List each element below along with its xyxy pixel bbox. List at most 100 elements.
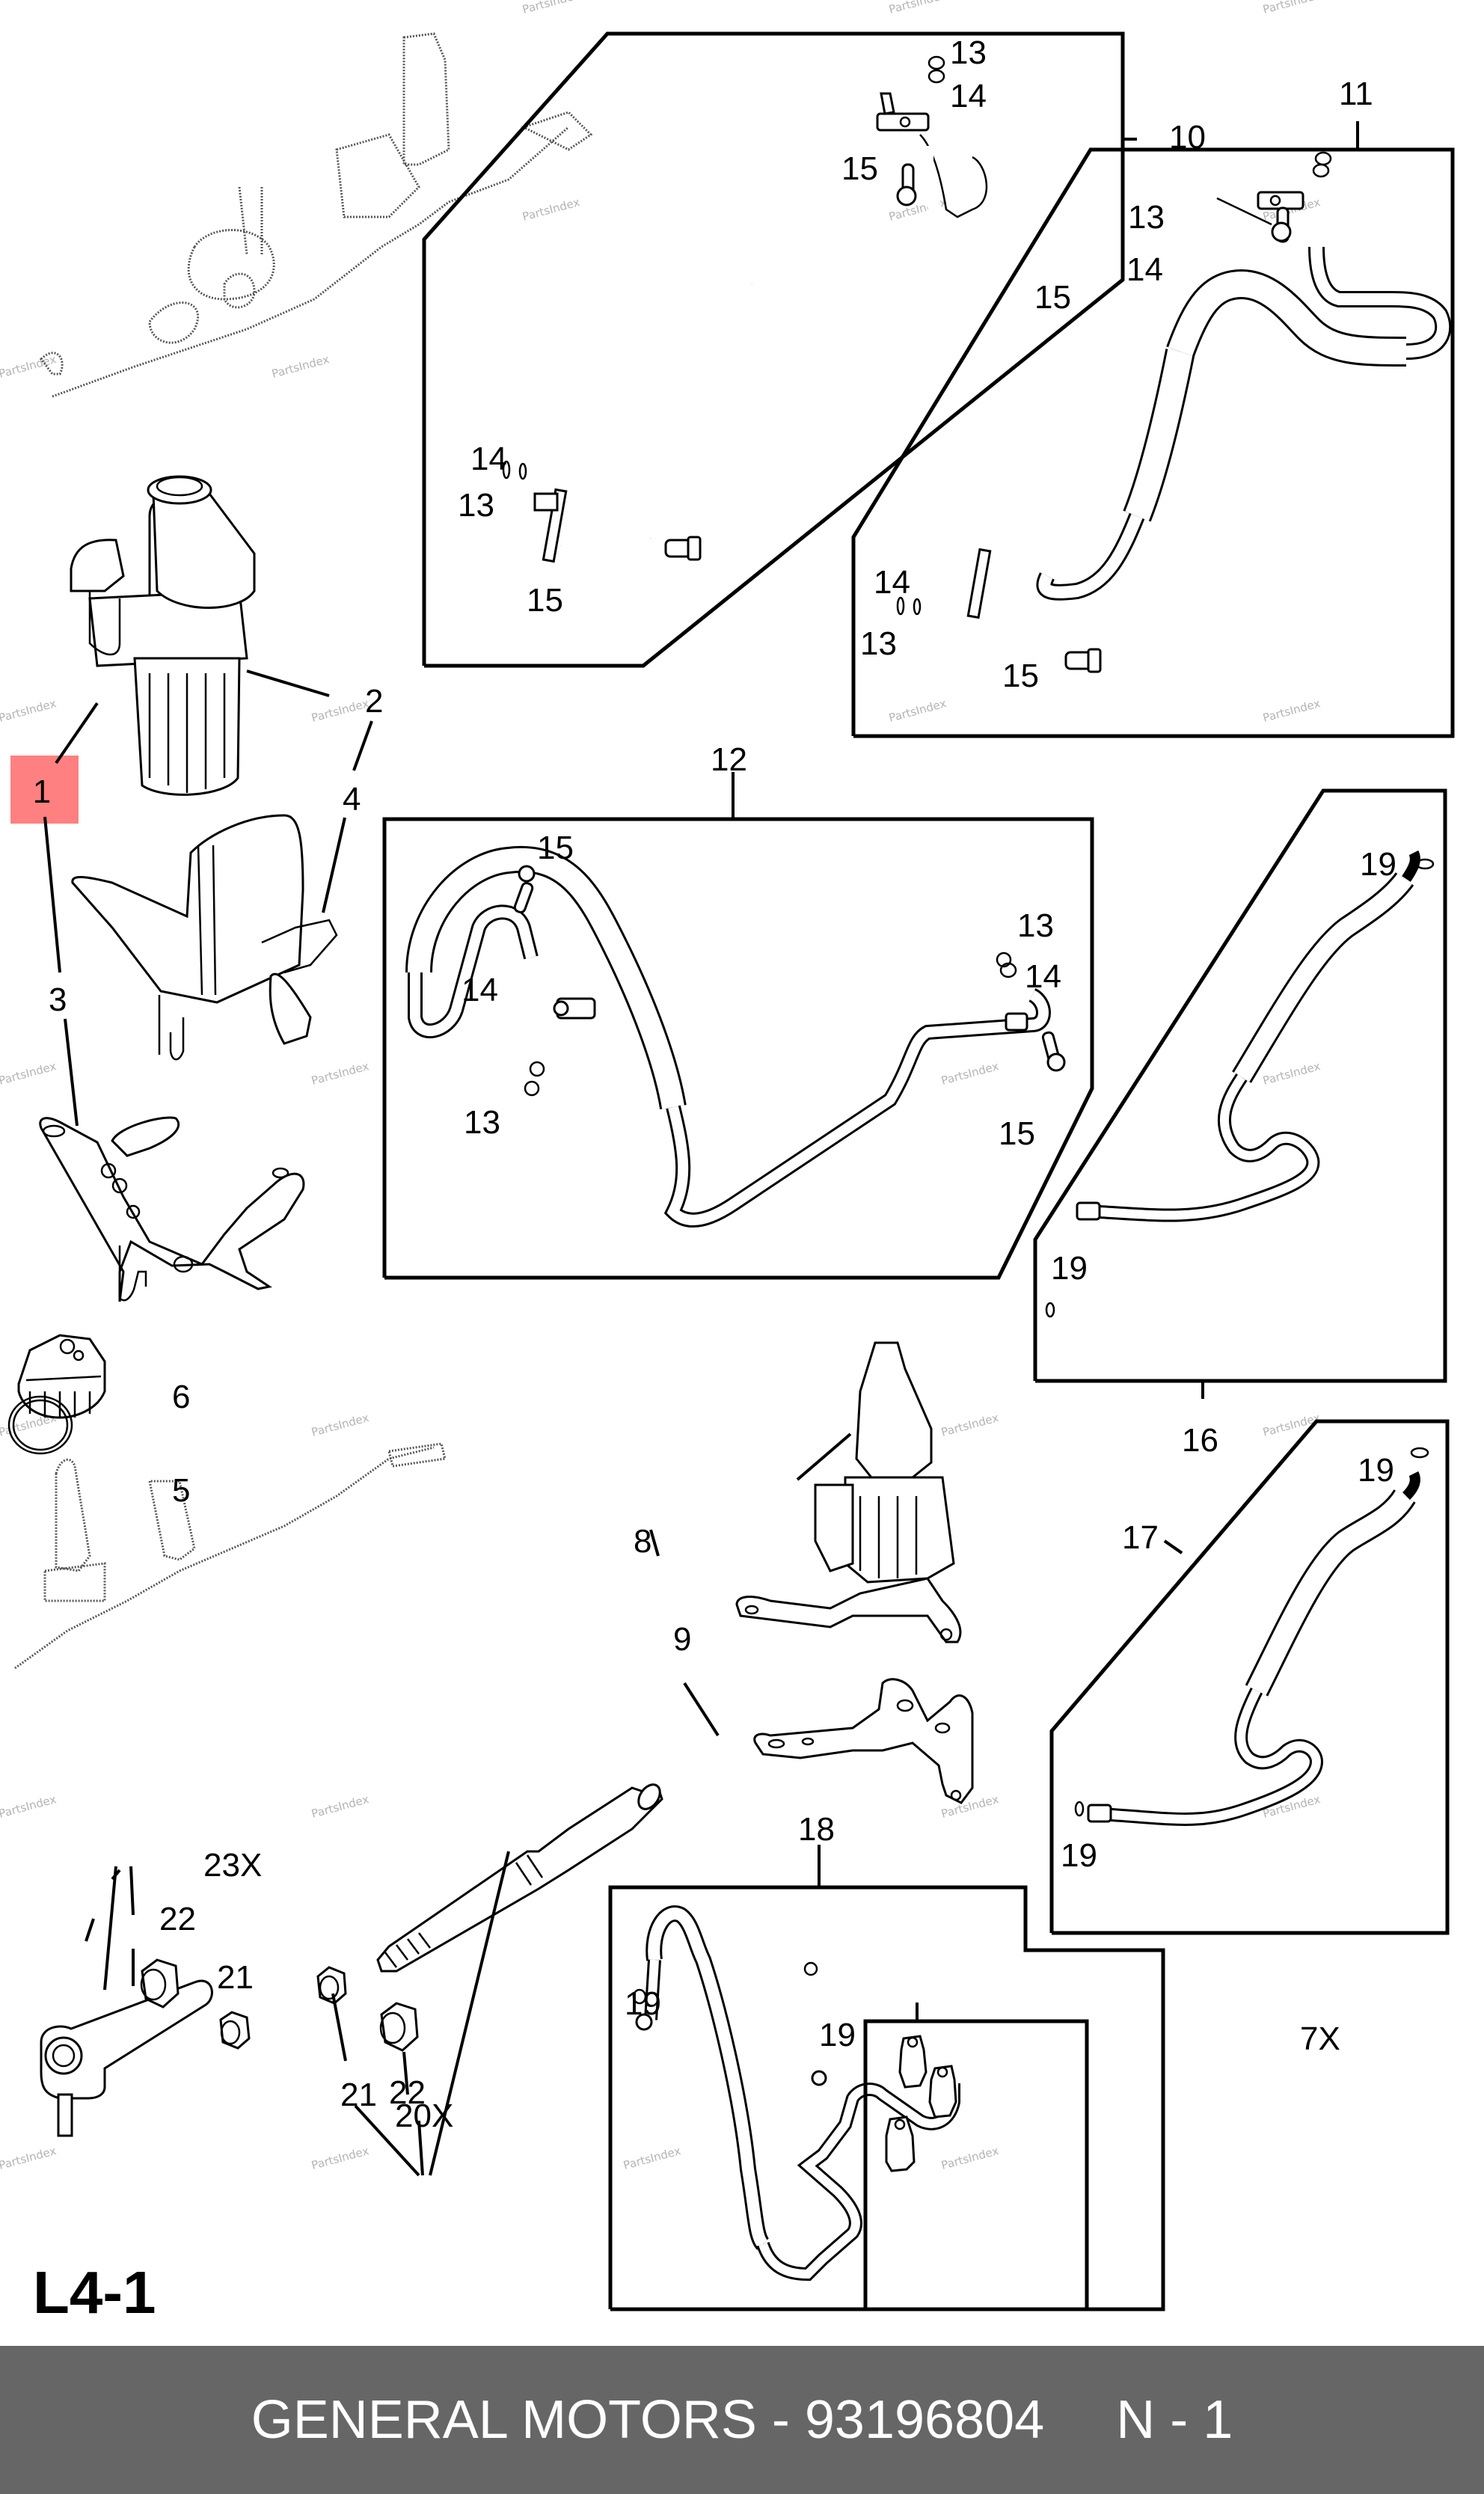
callout-19[interactable]: 19 <box>1051 1250 1088 1287</box>
callout-15[interactable]: 15 <box>999 1115 1035 1152</box>
callout-18[interactable]: 18 <box>798 1811 835 1848</box>
callout-10[interactable]: 10 <box>1169 119 1206 156</box>
callout-15[interactable]: 15 <box>841 150 878 187</box>
hose-assembly-17[interactable] <box>1087 1471 1420 1826</box>
callout-7x[interactable]: 7X <box>1300 2020 1340 2057</box>
callout-21[interactable]: 21 <box>217 1959 254 1996</box>
watermark: PartsIndex <box>1261 0 1322 16</box>
watermark: PartsIndex <box>0 352 58 381</box>
callout-16[interactable]: 16 <box>1182 1422 1218 1459</box>
leader-lines <box>43 670 1183 2177</box>
highlight-callout-1 <box>10 756 79 824</box>
group-frame-12 <box>382 772 1094 1280</box>
callout-19[interactable]: 19 <box>625 1985 661 2022</box>
callout-4[interactable]: 4 <box>343 781 361 818</box>
o-ring-17[interactable] <box>1074 1447 1429 1817</box>
callout-3[interactable]: 3 <box>49 981 67 1018</box>
nut-22-left[interactable] <box>140 1958 180 2009</box>
watermark: PartsIndex <box>887 696 948 725</box>
steering-rack-reference-mid <box>14 1442 447 1670</box>
fastener-kit-10[interactable] <box>502 55 945 561</box>
group-frame-7x <box>863 2003 1089 2311</box>
callout-13[interactable]: 13 <box>860 625 897 662</box>
part-number: 93196804 <box>804 2390 1045 2450</box>
callout-15[interactable]: 15 <box>1034 279 1071 316</box>
fastener-kit-11[interactable] <box>896 151 1332 673</box>
hose-assembly-16[interactable] <box>1076 850 1420 1222</box>
callout-19[interactable]: 19 <box>1360 846 1396 883</box>
watermark: PartsIndex <box>521 0 581 16</box>
fastener-kit-12[interactable] <box>513 865 1066 1097</box>
group-frame-11 <box>851 121 1455 738</box>
callout-14[interactable]: 14 <box>462 972 498 1008</box>
callout-13[interactable]: 13 <box>1017 907 1054 944</box>
callout-14[interactable]: 14 <box>874 564 910 601</box>
callout-15[interactable]: 15 <box>1002 658 1039 694</box>
callout-14[interactable]: 14 <box>470 441 507 477</box>
callout-11[interactable]: 11 <box>1339 76 1373 112</box>
bracket[interactable] <box>39 1116 305 1302</box>
callout-13[interactable]: 13 <box>458 487 494 524</box>
watermark: PartsIndex <box>310 2144 370 2172</box>
watermark: PartsIndex <box>310 1411 370 1439</box>
watermark: PartsIndex <box>622 2144 682 2172</box>
callout-8[interactable]: 8 <box>634 1523 651 1560</box>
heat-shield[interactable] <box>71 814 338 1061</box>
electric-pump-assembly[interactable] <box>735 1341 962 1643</box>
callout-14[interactable]: 14 <box>1025 958 1061 995</box>
inner-tie-rod[interactable] <box>376 1780 664 1973</box>
watermark: PartsIndex <box>939 1059 1000 1088</box>
nut-21-right[interactable] <box>316 1966 347 2005</box>
callout-5[interactable]: 5 <box>172 1472 190 1509</box>
callout-9[interactable]: 9 <box>673 1621 691 1658</box>
hose-assembly-11[interactable] <box>966 191 1452 619</box>
watermark: PartsIndex <box>1261 696 1322 725</box>
watermark: PartsIndex <box>1261 1059 1322 1088</box>
pump-bracket[interactable] <box>753 1678 974 1804</box>
callout-13[interactable]: 13 <box>464 1104 500 1141</box>
watermark: PartsIndex <box>0 696 58 725</box>
hose-assembly-10[interactable] <box>533 92 1056 605</box>
callout-22[interactable]: 22 <box>389 2074 426 2111</box>
callout-19[interactable]: 19 <box>1061 1837 1097 1874</box>
position-indicator: N - 1 <box>1116 2390 1233 2450</box>
callout-labels: 1 2 3 4 5 6 7X 8 9 10 11 12 13 14 15 13 … <box>33 34 1396 2134</box>
watermark: PartsIndex <box>887 0 948 16</box>
callout-14[interactable]: 14 <box>1126 251 1163 288</box>
nut-22-right[interactable] <box>379 2002 419 2052</box>
callout-19[interactable]: 19 <box>819 2017 856 2053</box>
callout-14[interactable]: 14 <box>950 78 987 114</box>
callout-13[interactable]: 13 <box>950 34 987 71</box>
callout-6[interactable]: 6 <box>172 1379 190 1415</box>
brand-name: GENERAL MOTORS <box>251 2390 757 2450</box>
footer-bar: GENERAL MOTORS - 93196804 N - 1 <box>0 2346 1484 2494</box>
hose-assembly-18[interactable] <box>635 1905 960 2282</box>
callout-17[interactable]: 17 <box>1122 1519 1159 1556</box>
watermark: PartsIndex <box>310 1059 370 1088</box>
watermark: PartsIndex <box>939 2144 1000 2172</box>
group-frame-16 <box>1033 788 1447 1399</box>
o-ring-18[interactable] <box>632 1961 818 2005</box>
watermark: PartsIndex <box>0 1059 58 1088</box>
hose-assembly-12[interactable] <box>405 845 1051 1228</box>
callout-12[interactable]: 12 <box>711 741 747 778</box>
callout-15[interactable]: 15 <box>527 582 563 619</box>
fitting-kit-7x[interactable] <box>885 2035 957 2172</box>
nut-21-left[interactable] <box>219 2011 251 2050</box>
callout-19[interactable]: 19 <box>1358 1452 1394 1489</box>
callout-13[interactable]: 13 <box>1128 199 1165 236</box>
pump-assembly[interactable] <box>70 475 256 796</box>
steering-rack-reference-top <box>40 32 593 398</box>
callout-22[interactable]: 22 <box>159 1901 196 1937</box>
callout-23x[interactable]: 23X <box>203 1847 262 1884</box>
separator: - <box>771 2390 790 2450</box>
callout-2[interactable]: 2 <box>365 683 383 720</box>
callout-21[interactable]: 21 <box>340 2077 377 2113</box>
callout-15[interactable]: 15 <box>537 830 574 866</box>
callout-1[interactable]: 1 <box>33 773 51 810</box>
seal-ring[interactable] <box>7 1395 73 1455</box>
callout-20x[interactable]: 20X <box>395 2098 453 2134</box>
watermark: PartsIndex <box>0 1792 58 1821</box>
outer-tie-rod-end[interactable] <box>40 1979 213 2137</box>
o-ring-16[interactable] <box>1045 858 1435 1318</box>
